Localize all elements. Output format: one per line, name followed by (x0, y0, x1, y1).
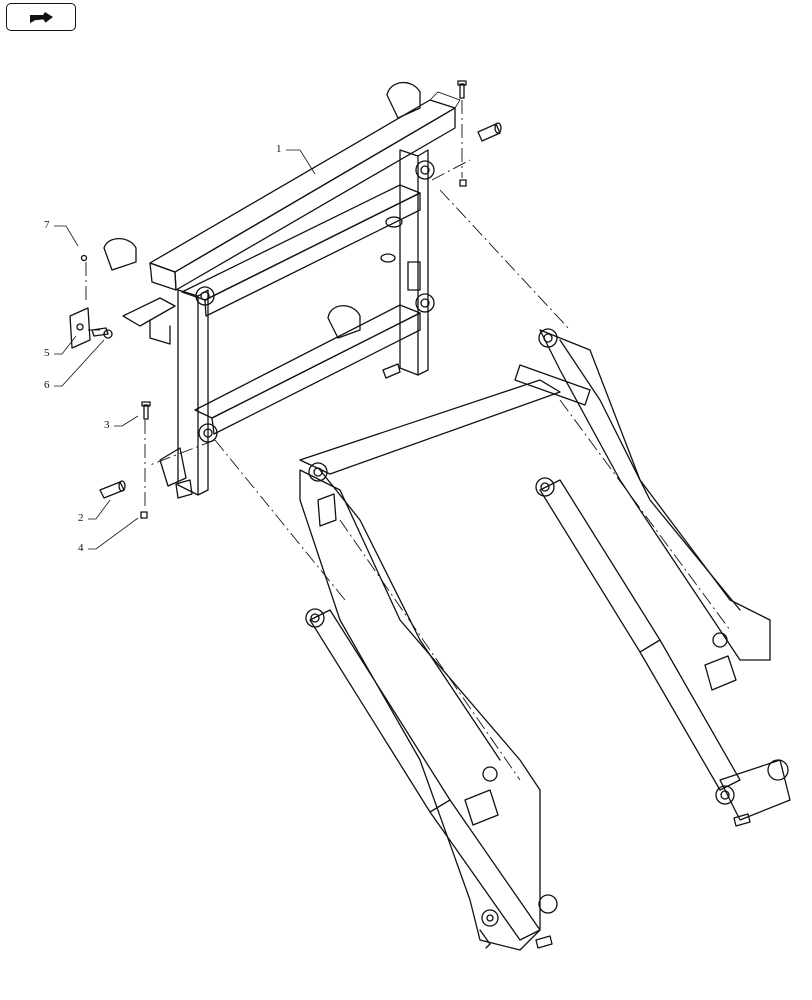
loader-arms (299, 328, 791, 951)
plate-part-5 (69, 307, 91, 349)
mounting-frame (103, 81, 461, 499)
pin-part-6 (91, 327, 113, 339)
assembly-lines (85, 100, 571, 601)
svg-text:1: 1 (276, 143, 282, 155)
callout-3: 3 (104, 415, 139, 431)
svg-text:3: 3 (104, 419, 110, 431)
bolt-upper (457, 80, 467, 99)
svg-text:4: 4 (78, 542, 84, 554)
clip-part-7 (80, 254, 88, 262)
pin-upper-right (477, 122, 502, 142)
svg-text:2: 2 (78, 512, 84, 524)
pin-part-2 (99, 480, 126, 499)
nav-button[interactable] (6, 3, 76, 31)
callout-2: 2 (78, 499, 111, 524)
svg-text:6: 6 (44, 379, 50, 391)
nut-upper (459, 179, 467, 187)
bolt-part-3 (141, 401, 151, 420)
hand-pointer-icon (30, 12, 53, 24)
callout-6: 6 (44, 339, 105, 391)
svg-text:7: 7 (44, 219, 50, 231)
callout-5: 5 (44, 335, 77, 359)
callout-7: 7 (44, 219, 79, 247)
callout-1: 1 (276, 143, 316, 175)
callout-4: 4 (78, 517, 139, 554)
svg-text:5: 5 (44, 347, 50, 359)
nut-part-4 (140, 511, 148, 519)
